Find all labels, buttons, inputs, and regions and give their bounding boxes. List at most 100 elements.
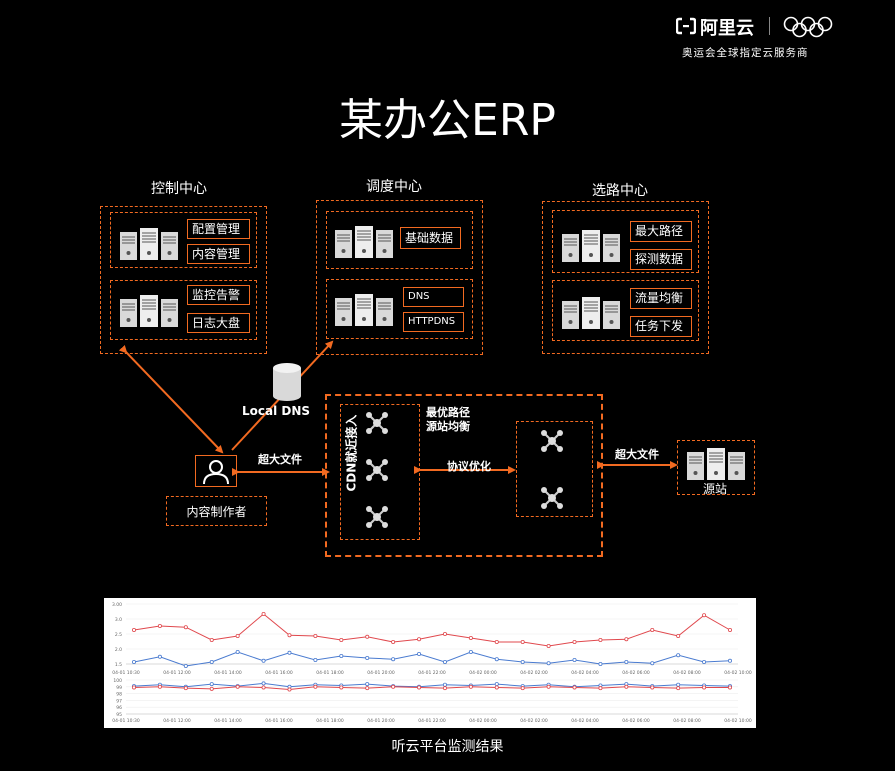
chart-x-tick: 04-02 10:00 (724, 718, 752, 724)
chart-point (572, 640, 577, 645)
creator-box (195, 455, 237, 487)
chart-point (183, 625, 188, 630)
chart-point (365, 634, 370, 639)
chart-x-tick: 04-02 02:00 (520, 718, 548, 724)
aliyun-logo-icon (676, 17, 696, 35)
chart-x-tick: 04-01 12:00 (163, 670, 191, 676)
chart-point (650, 685, 655, 690)
chart-point (676, 634, 681, 639)
monitor-caption: 听云平台监测结果 (391, 739, 504, 755)
chart-point (365, 682, 370, 687)
big-file-right-label: 超大文件 (615, 448, 659, 461)
chart-point (391, 684, 396, 689)
chart-point (131, 660, 136, 665)
origin-balance-label: 源站均衡 (426, 420, 470, 433)
chart-point (598, 686, 603, 691)
dispatch-center-title: 调度中心 (366, 179, 422, 195)
chart-series-line (133, 682, 731, 688)
chart-x-tick: 04-01 22:00 (418, 670, 446, 676)
control-group-2 (110, 280, 257, 340)
chart-point (598, 638, 603, 643)
chart-y-tick: 3.0 (115, 617, 122, 623)
chart-point (494, 640, 499, 645)
dispatch-center-box (316, 200, 483, 355)
chart-point (417, 652, 422, 657)
chart-point (546, 644, 551, 649)
chart-point (417, 637, 422, 642)
chart-point (339, 654, 344, 659)
chart-x-tick: 04-01 22:00 (418, 718, 446, 724)
chart-y-tick: 3.00 (112, 602, 122, 608)
dns-label: DNS (403, 287, 464, 307)
chart-point (624, 660, 629, 665)
chart-point (598, 662, 603, 667)
chart-x-tick: 04-01 14:00 (214, 718, 242, 724)
chart-point (728, 658, 733, 663)
chart-point (650, 661, 655, 666)
chart-point (391, 657, 396, 662)
dispatch-group-2 (326, 279, 473, 339)
httpdns-label: HTTPDNS (403, 312, 464, 332)
chart-point (287, 650, 292, 655)
config-management-label: 配置管理 (187, 219, 250, 239)
cdn-access-label: CDN就近接入 (344, 414, 359, 492)
origin-label: 源站 (703, 482, 728, 496)
server-icon (686, 447, 746, 481)
control-group-1 (110, 212, 257, 268)
chart-point (235, 684, 240, 689)
chart-x-tick: 04-01 18:00 (316, 670, 344, 676)
chart-point (494, 685, 499, 690)
traffic-balance-label: 流量均衡 (630, 288, 692, 309)
chart-point (131, 685, 136, 690)
olympic-rings-icon (783, 16, 833, 38)
route-group-2 (552, 280, 699, 341)
chart-point (442, 660, 447, 665)
chart-point (365, 686, 370, 691)
chart-point (209, 638, 214, 643)
chart-point (313, 634, 318, 639)
chart-point (157, 623, 162, 628)
route-group-1 (552, 210, 699, 273)
creator-label: 内容制作者 (186, 505, 247, 519)
chart-point (235, 650, 240, 655)
chart-point (209, 686, 214, 691)
node-icon (541, 430, 563, 452)
chart-point (157, 654, 162, 659)
chart-point (650, 627, 655, 632)
chart-point (442, 632, 447, 637)
origin-box (677, 440, 755, 495)
local-dns-label: Local DNS (242, 404, 311, 418)
chart-x-tick: 04-02 08:00 (673, 670, 701, 676)
chart-x-tick: 04-01 18:00 (316, 718, 344, 724)
chart-x-tick: 04-02 00:00 (469, 670, 497, 676)
chart-x-tick: 04-01 20:00 (367, 718, 395, 724)
chart-point (391, 640, 396, 645)
chart-point (183, 664, 188, 669)
chart-y-tick: 97 (116, 698, 122, 704)
chart-point (235, 634, 240, 639)
database-icon (273, 363, 301, 401)
chart-y-tick: 95 (116, 712, 122, 718)
route-center-title: 选路中心 (592, 183, 648, 199)
chart-point (339, 638, 344, 643)
chart-x-tick: 04-01 16:00 (265, 670, 293, 676)
chart-point (339, 685, 344, 690)
chart-y-tick: 2.5 (115, 632, 122, 638)
brand-name: 阿里云 (700, 18, 754, 39)
chart-point (624, 637, 629, 642)
chart-x-tick: 04-02 00:00 (469, 718, 497, 724)
chart-point (520, 660, 525, 665)
chart-point (624, 684, 629, 689)
chart-point (676, 686, 681, 691)
probe-data-label: 探测数据 (630, 249, 692, 270)
chart-x-tick: 04-02 08:00 (673, 718, 701, 724)
chart-x-tick: 04-01 10:30 (112, 670, 140, 676)
chart-point (702, 660, 707, 665)
chart-x-tick: 04-02 10:00 (724, 670, 752, 676)
node-icon (366, 459, 388, 481)
content-management-label: 内容管理 (187, 244, 250, 264)
chart-point (494, 682, 499, 687)
chart-point (702, 685, 707, 690)
log-dashboard-label: 日志大盘 (187, 313, 250, 333)
chart-point (261, 681, 266, 686)
